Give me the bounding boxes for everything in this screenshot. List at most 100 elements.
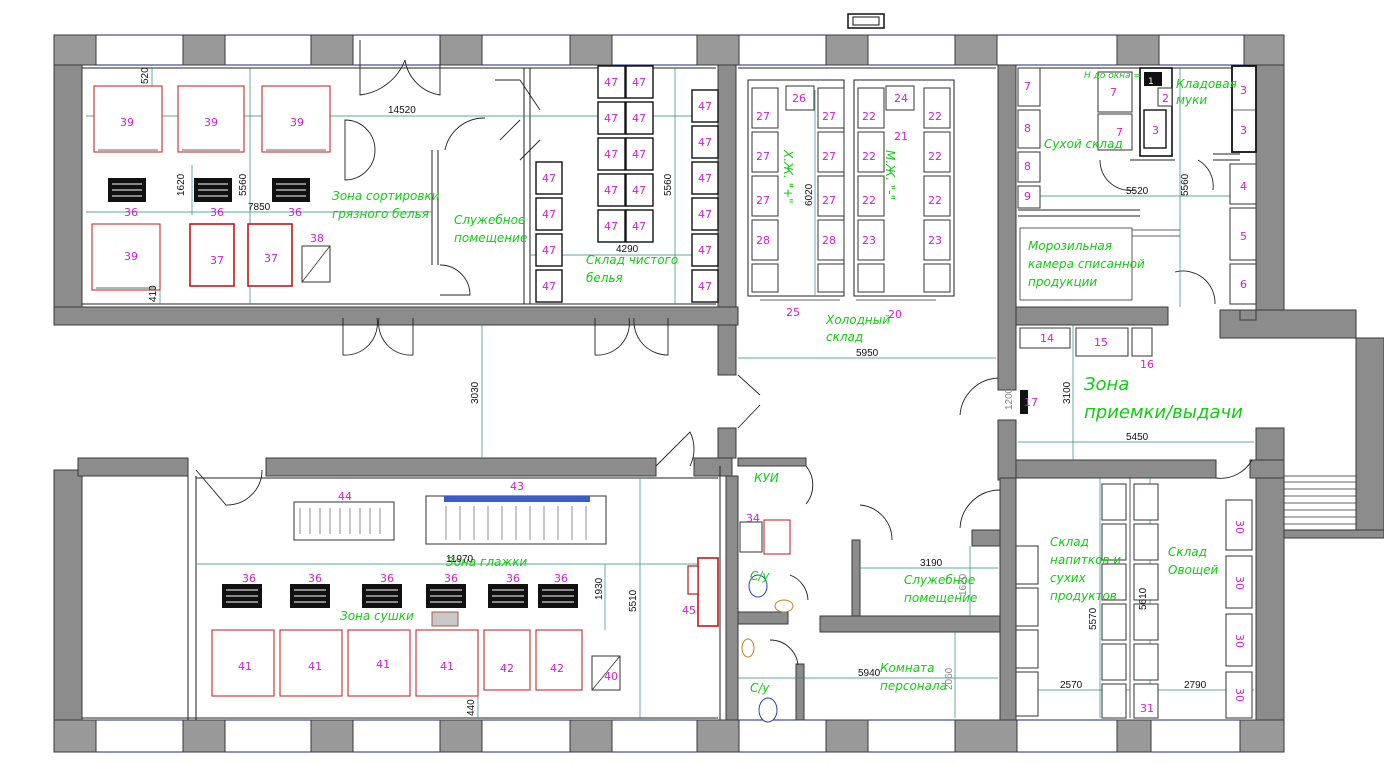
eq-28-2: 28 [822,234,836,247]
dim-14520: 14520 [388,105,416,116]
eq-41-3: 41 [376,658,390,671]
dim-2570: 2570 [1060,680,1083,691]
room-staff-line2: персонала [880,679,947,693]
sorting-room-equipment [91,85,331,291]
eq-30-3: 30 [1233,634,1246,648]
eq-43: 43 [510,480,524,493]
laundry-carts-row2 [222,584,578,608]
eq-40: 40 [604,670,618,683]
eq-26: 26 [792,92,806,105]
dim-1620b: 1620 [958,573,969,596]
dimension-lines [86,68,1254,718]
room-pantry-line1: Кладовая [1176,77,1237,91]
label-mzh: М.Ж. "-" [883,150,897,200]
dim-410: 410 [148,285,159,302]
room-reception-line1: Зона [1084,374,1129,395]
room-veg-line1: Склад [1168,545,1207,559]
room-wc2: С/у [750,681,770,695]
eq-47-14: 47 [542,280,556,293]
eq-47-12: 47 [542,208,556,221]
room-staff-line1: Комната [880,661,934,675]
room-drying: Зона сушки [340,609,414,623]
eq-47-7: 47 [604,184,618,197]
dim-3190: 3190 [920,558,943,569]
eq-28-1: 28 [756,234,770,247]
room-cold-line1: Холодный [825,313,890,327]
dim-5570: 5570 [1088,607,1099,630]
equipment-numbers: 39 39 39 39 36 36 36 37 37 38 47 47 47 4… [120,76,1247,715]
eq-47-19: 47 [698,244,712,257]
room-pantry-line2: муки [1176,93,1207,107]
eq-8-1: 8 [1024,122,1031,135]
room-sorting-line1: Зона сортировки [332,189,440,203]
eq-23-1: 23 [862,234,876,247]
label-window-note: Н до окна = [1084,71,1141,81]
eq-27-4: 27 [822,110,836,123]
dim-11970: 11970 [446,554,474,565]
clean-linen-shelves [535,65,719,303]
eq-21: 21 [894,130,908,143]
eq-42-2: 42 [550,662,564,675]
eq-3-2: 3 [1240,84,1247,97]
eq-30-1: 30 [1233,520,1246,534]
dim-1200: 1200 [1004,387,1015,410]
reception-equipment [1019,327,1153,414]
room-freezer-line2: камера списанной [1028,257,1145,271]
eq-47-10: 47 [632,220,646,233]
ironing-drying-equipment [211,495,719,697]
dim-5560b: 5560 [663,173,674,196]
label-hzh: Х.Ж. "+" [781,149,795,204]
room-clean-line1: Склад чистого [586,253,678,267]
dim-1930: 1930 [594,577,605,600]
dim-5560a: 5560 [238,173,249,196]
dim-3100: 3100 [1062,381,1073,404]
eq-36-1: 36 [242,572,256,585]
eq-30-2: 30 [1233,576,1246,590]
dim-4290: 4290 [616,244,639,255]
eq-23-2: 23 [928,234,942,247]
eq-27-5: 27 [822,150,836,163]
cold-store-equipment [747,79,955,301]
eq-41-1: 41 [238,660,252,673]
eq-36-a: 36 [124,206,138,219]
eq-47-11: 47 [542,172,556,185]
eq-3-1: 3 [1152,124,1159,137]
eq-47-18: 47 [698,208,712,221]
room-service1-line1: Служебное [454,213,525,227]
eq-47-6: 47 [632,148,646,161]
room-freezer-line3: продукции [1028,275,1097,289]
eq-8-2: 8 [1024,160,1031,173]
room-service2-line2: помещение [904,591,977,605]
eq-47-15: 47 [698,100,712,113]
eq-38: 38 [310,232,324,245]
dim-5560c: 5560 [1180,173,1191,196]
room-freezer-line1: Морозильная [1028,239,1112,253]
inner-walls [53,64,1285,721]
eq-27-3: 27 [756,194,770,207]
dim-1620: 1620 [176,173,187,196]
eq-9: 9 [1024,190,1031,203]
dim-3030: 3030 [470,381,481,404]
eq-45: 45 [682,604,696,617]
eq-47-3: 47 [604,112,618,125]
room-wc1: С/у [750,569,770,583]
eq-36-2: 36 [308,572,322,585]
eq-22-4: 22 [928,110,942,123]
eq-20: 20 [888,308,902,321]
eq-39-c: 39 [290,116,304,129]
eq-47-5: 47 [604,148,618,161]
eq-27-1: 27 [756,110,770,123]
eq-17: 17 [1024,396,1038,409]
eq-15: 15 [1094,336,1108,349]
room-drinks-line3: сухих [1050,571,1087,585]
room-sorting-line2: грязного белья [332,207,429,221]
storage-shelves [1015,478,1253,719]
eq-47-9: 47 [604,220,618,233]
eq-39-b: 39 [204,116,218,129]
room-clean-line2: белья [586,271,623,285]
eq-36-c: 36 [288,206,302,219]
eq-44: 44 [338,490,352,503]
eq-47-2: 47 [632,76,646,89]
eq-39-a: 39 [120,116,134,129]
dim-5940: 5940 [858,668,881,679]
